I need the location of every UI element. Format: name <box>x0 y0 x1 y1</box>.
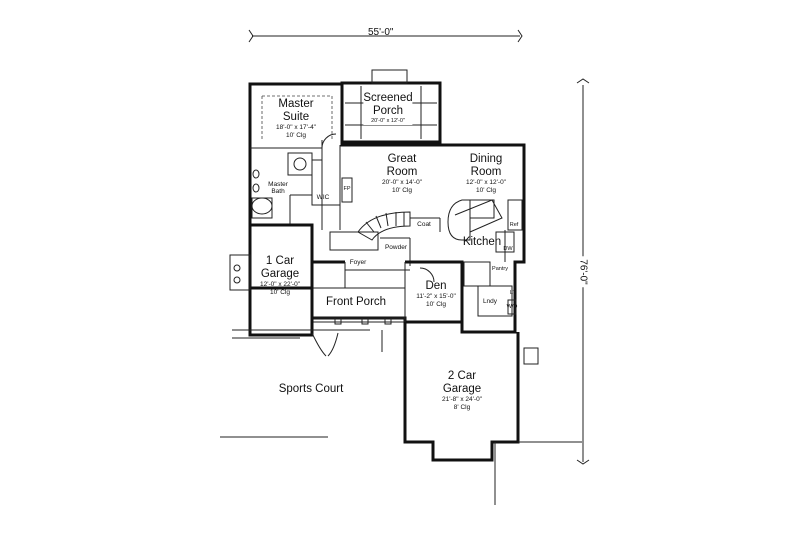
fireplace-outline <box>341 177 353 203</box>
master-suite-label: Master Suite 18'-0" x 17'-4" 10' Clg <box>276 98 316 139</box>
two-car-garage-outline <box>403 322 582 505</box>
kitchen-label: Kitchen <box>462 236 502 248</box>
refrigerator-label: Ref <box>509 222 519 228</box>
foyer-area-walls <box>312 217 441 288</box>
master-bath-fixtures <box>251 152 313 225</box>
wic-label: WIC <box>316 194 330 201</box>
laundry-label: Lndy <box>482 298 498 305</box>
width-dimension-line <box>248 29 523 43</box>
one-car-garage-outline <box>229 223 370 357</box>
screened-porch-label: Screened Porch 20'-0" x 12'-0" <box>363 92 413 125</box>
staircase <box>329 211 411 251</box>
pantry-laundry-walls <box>463 261 517 317</box>
den-label: Den 11'-2" x 15'-0" 10' Clg <box>416 280 456 308</box>
kitchen-counters <box>447 199 523 262</box>
washer-dryer-label: W/D <box>506 304 518 310</box>
sports-court-label: Sports Court <box>278 383 344 395</box>
two-car-garage-label: 2 Car Garage 21'-8" x 24'-0" 8' Clg <box>442 370 482 411</box>
pantry-label: Pantry <box>492 266 508 272</box>
linen-label: LT <box>509 290 517 296</box>
depth-dimension-label: 76'-0" <box>577 256 589 288</box>
master-suite-walls <box>250 95 341 230</box>
coat-label: Coat <box>417 221 431 228</box>
great-room-label: Great Room 20'-0" x 14'-0" 10' Clg <box>382 153 422 194</box>
fireplace-label: FP <box>343 186 351 192</box>
master-bath-label: Master Bath <box>268 181 288 196</box>
dishwasher-label: DW <box>503 246 513 252</box>
powder-label: Powder <box>384 244 408 251</box>
foyer-label: Foyer <box>349 259 367 266</box>
dining-room-label: Dining Room 12'-0" x 12'-0" 10' Clg <box>466 153 506 194</box>
one-car-garage-label: 1 Car Garage 12'-0" x 22'-0" 10' Clg <box>260 255 300 296</box>
width-dimension-label: 55'-0" <box>368 27 394 38</box>
front-porch-label: Front Porch <box>325 296 387 308</box>
